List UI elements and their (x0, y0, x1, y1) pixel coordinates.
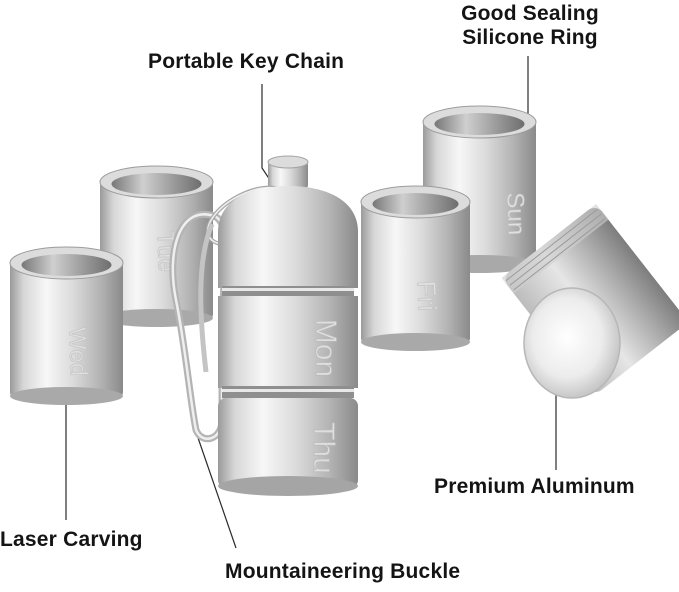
container-fri: Fri (360, 185, 471, 351)
leader-line-key-chain (261, 84, 271, 181)
container-tue: Tue (99, 165, 214, 327)
engraving-fri: Fri (411, 280, 442, 311)
callout-mountaineering-buckle: Mountaineering Buckle (225, 560, 461, 583)
callout-sealing-ring: Good Sealing Silicone Ring (440, 2, 620, 50)
engraving-sun: Sun (501, 192, 529, 236)
container-wed: Wed (9, 246, 124, 405)
carabiner-gate (198, 223, 215, 373)
container-sun: Sun (422, 105, 537, 273)
callout-laser-carving: Laser Carving (0, 528, 143, 551)
callout-sealing-ring-line2: Silicone Ring (462, 26, 598, 49)
engraving-thu: Thu (307, 422, 340, 474)
engraving-mon: Mon (309, 319, 342, 377)
engraving-wed: Wed (63, 327, 92, 377)
main-container: Mon Thu (205, 155, 358, 496)
leader-line-buckle (195, 431, 237, 549)
callout-key-chain: Portable Key Chain (148, 50, 345, 73)
aluminum-cap (501, 203, 679, 399)
callout-premium-aluminum: Premium Aluminum (434, 475, 635, 498)
callout-sealing-ring-line1: Good Sealing (461, 2, 599, 25)
